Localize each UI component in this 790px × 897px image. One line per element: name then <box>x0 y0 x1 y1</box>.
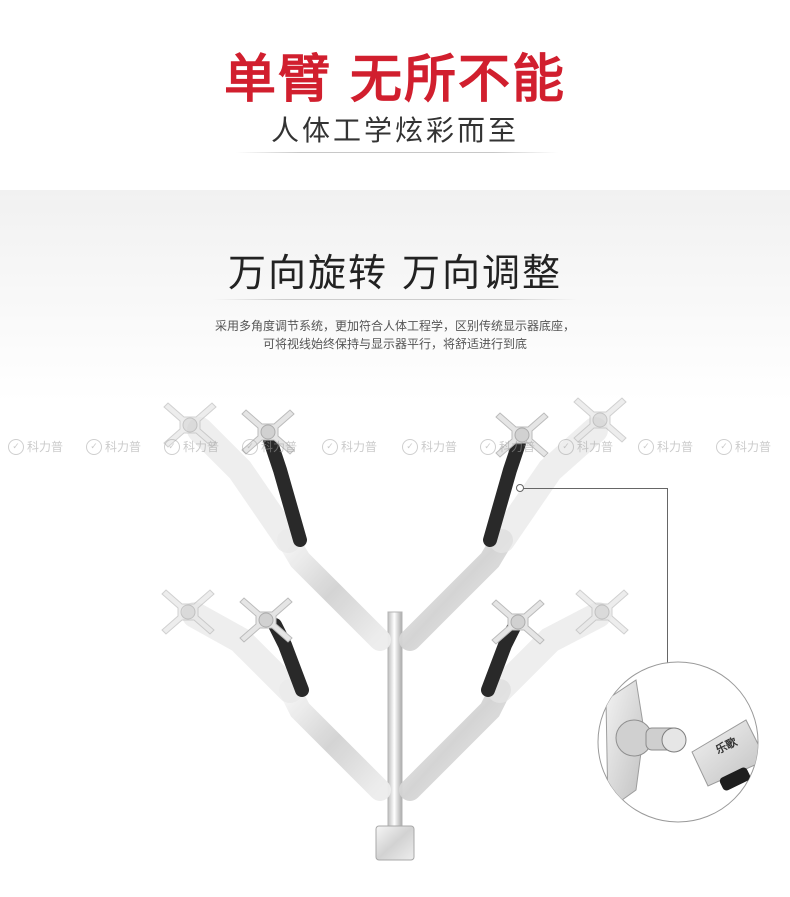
description-line-2: 可将视线始终保持与显示器平行，将舒适进行到底 <box>262 337 527 351</box>
watermark: ✓科力普 <box>716 438 771 455</box>
section-title-left: 万向旋转 <box>227 251 388 295</box>
joint-detail-zoom: 乐歌 <box>597 661 759 823</box>
checkmark-circle-icon: ✓ <box>86 438 102 455</box>
checkmark-circle-icon: ✓ <box>716 438 732 455</box>
watermark: ✓科力普 <box>86 438 141 455</box>
watermark: ✓科力普 <box>558 438 613 455</box>
checkmark-circle-icon: ✓ <box>322 438 338 455</box>
callout-leader-line <box>520 488 668 664</box>
headline: 单臂无所不能 <box>0 50 790 110</box>
checkmark-circle-icon: ✓ <box>242 438 258 455</box>
top-divider <box>236 152 558 153</box>
checkmark-circle-icon: ✓ <box>8 438 24 455</box>
checkmark-circle-icon: ✓ <box>164 438 180 455</box>
checkmark-circle-icon: ✓ <box>558 438 574 455</box>
checkmark-circle-icon: ✓ <box>402 438 418 455</box>
description-line-1: 采用多角度调节系统，更加符合人体工程学，区别传统显示器底座， <box>214 319 575 333</box>
callout-anchor-dot <box>516 484 524 492</box>
watermark: ✓科力普 <box>638 438 693 455</box>
base-clamp <box>375 825 415 861</box>
lower-arms <box>161 589 629 801</box>
pole <box>387 611 403 853</box>
headline-left: 单臂 <box>223 50 332 110</box>
watermark-strip: ✓科力普 ✓科力普 ✓科力普 ✓科力普 ✓科力普 ✓科力普 ✓科力普 ✓科力普 … <box>0 438 790 462</box>
checkmark-circle-icon: ✓ <box>638 438 654 455</box>
section-title-right: 万向调整 <box>402 251 563 295</box>
watermark: ✓科力普 <box>242 438 297 455</box>
upper-arms <box>163 397 627 651</box>
headline-right: 无所不能 <box>350 50 567 110</box>
watermark: ✓科力普 <box>402 438 457 455</box>
subheadline: 人体工学炫彩而至 <box>270 114 519 147</box>
top-banner <box>0 0 790 190</box>
monitor-arm-illustration <box>161 397 629 861</box>
section-title-rule <box>212 299 578 300</box>
checkmark-circle-icon: ✓ <box>480 438 496 455</box>
watermark: ✓科力普 <box>164 438 219 455</box>
section-title: 万向旋转万向调整 <box>0 250 790 296</box>
watermark: ✓科力普 <box>480 438 535 455</box>
watermark: ✓科力普 <box>8 438 63 455</box>
watermark: ✓科力普 <box>322 438 377 455</box>
